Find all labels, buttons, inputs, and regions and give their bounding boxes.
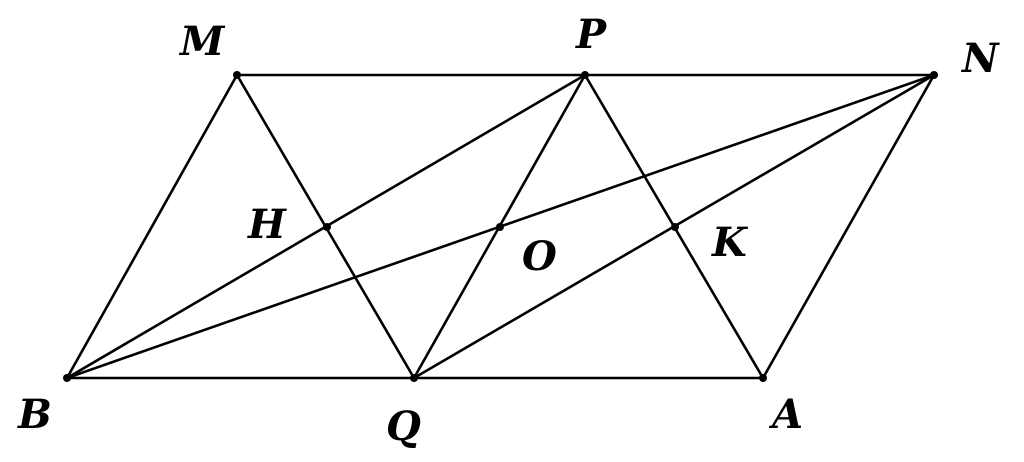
points-layer	[63, 71, 938, 382]
label-K: K	[711, 219, 749, 266]
label-O: O	[522, 233, 557, 280]
label-B: B	[17, 391, 52, 438]
label-Q: Q	[386, 403, 421, 450]
point-Q	[410, 374, 418, 382]
point-H	[323, 223, 331, 231]
point-K	[671, 223, 679, 231]
label-A: A	[768, 391, 803, 438]
segment-BM	[65, 73, 239, 380]
point-M	[233, 71, 241, 79]
segment-AN	[761, 73, 936, 380]
point-O	[496, 223, 504, 231]
label-P: P	[575, 11, 608, 58]
label-N: N	[960, 35, 1000, 82]
point-N	[930, 71, 938, 79]
point-P	[581, 71, 589, 79]
label-H: H	[247, 201, 287, 248]
label-M: M	[178, 18, 226, 65]
point-A	[759, 374, 767, 382]
labels-layer: M P N B Q A H O K	[17, 11, 1000, 450]
point-B	[63, 374, 71, 382]
